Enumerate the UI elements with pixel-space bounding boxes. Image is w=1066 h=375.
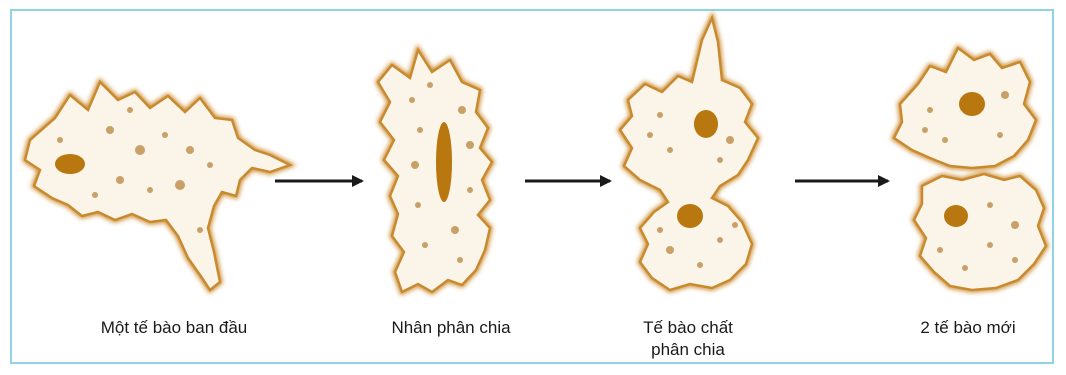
cell-stage-4-bottom <box>914 174 1046 290</box>
caption-stage-4: 2 tế bào mới <box>908 317 1028 339</box>
nucleus <box>55 154 85 174</box>
nucleus <box>944 205 968 227</box>
caption-line: phân chia <box>628 339 748 361</box>
cell-stage-1 <box>25 82 290 290</box>
caption-line: Một tế bào ban đầu <box>74 317 274 339</box>
cell-stage-2 <box>378 50 492 292</box>
nucleus <box>959 92 985 116</box>
caption-stage-1: Một tế bào ban đầu <box>74 317 274 339</box>
caption-stage-3: Tế bào chất phân chia <box>628 317 748 361</box>
cell-stage-3 <box>620 18 758 290</box>
caption-line: Nhân phân chia <box>381 317 521 339</box>
nucleus <box>436 122 452 202</box>
caption-line: Tế bào chất <box>628 317 748 339</box>
caption-line: 2 tế bào mới <box>908 317 1028 339</box>
cell-stage-4-top <box>894 48 1036 168</box>
nucleus-top <box>694 110 718 138</box>
nucleus-bottom <box>677 204 703 228</box>
caption-stage-2: Nhân phân chia <box>381 317 521 339</box>
